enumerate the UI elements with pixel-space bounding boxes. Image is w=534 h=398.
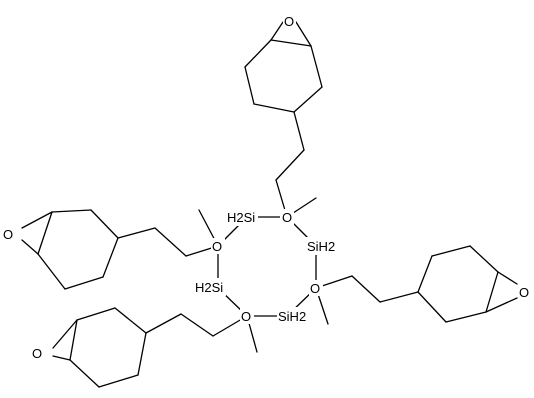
siloxane-ring-bonds: [217, 216, 317, 317]
right-substituent-bonds: [315, 245, 518, 323]
ring-si-label-1: H2Si: [227, 210, 255, 225]
epoxide-o-label-top: O: [284, 14, 294, 29]
top-substituent-bonds: [244, 21, 323, 218]
ring-si-label-3: H2Si: [195, 280, 223, 295]
left-substituent-bonds: [21, 209, 219, 290]
atom-labels: H2Si SiH2 H2Si SiH2 O O O O O O O O: [3, 14, 529, 361]
ring-o-label-4: O: [241, 309, 251, 324]
atom-label-backgrounds: [2, 13, 531, 361]
bottom-substituent-bonds: [52, 307, 248, 388]
ring-si-label-4: SiH2: [278, 309, 306, 324]
epoxide-o-label-bottom: O: [32, 346, 42, 361]
ring-si-label-2: SiH2: [307, 239, 335, 254]
ring-o-label-2: O: [212, 239, 222, 254]
epoxide-o-label-left: O: [3, 227, 13, 242]
ring-o-label-1: O: [282, 210, 292, 225]
epoxide-o-label-right: O: [519, 285, 529, 300]
ring-o-label-3: O: [310, 281, 320, 296]
